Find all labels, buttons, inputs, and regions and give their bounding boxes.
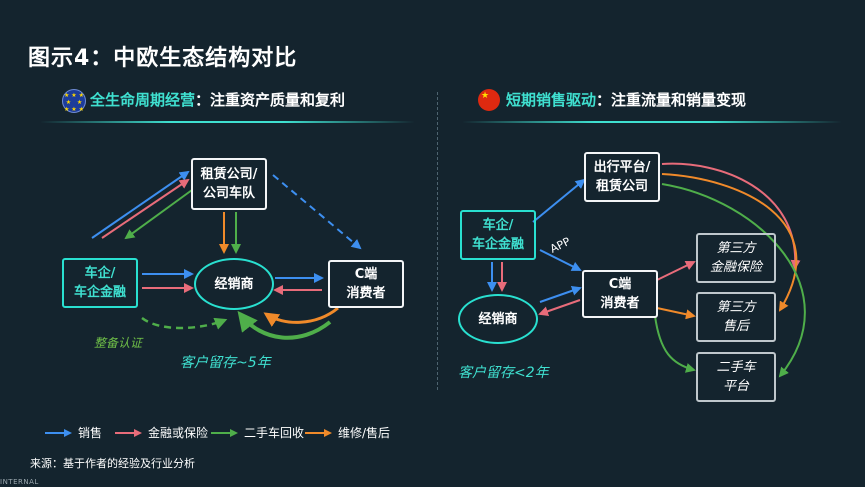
arrow-oem-to-leasing-sales (91, 170, 190, 239)
right-platform-line1: 出行平台/ (593, 160, 651, 175)
right-insurance-line2: 金融保险 (709, 260, 762, 275)
left-heading: 全生命周期经营：注重资产质量和复利 (90, 89, 345, 110)
section-divider (437, 92, 438, 390)
left-dealer-node: 经销商 (194, 258, 274, 310)
arrow-consumer-to-dealer-finance (538, 299, 581, 317)
right-platform-line2: 租赁公司 (595, 179, 648, 194)
legend-item-finance: 金融或保险 (114, 424, 208, 441)
right-consumer-line1: C端 (608, 277, 632, 292)
arrow-leasing-to-consumer-dashed (272, 174, 362, 250)
legend-aftersales-arrow-icon (305, 428, 332, 437)
arrow-oem-to-leasing-finance (101, 178, 190, 239)
right-aftersales-node: 第三方 售后 (696, 292, 776, 342)
legend-item-usedcar: 二手车回收 (210, 424, 304, 441)
left-refurbish-note: 整备认证 (94, 336, 143, 350)
right-heading-underline (462, 121, 842, 123)
left-leasing-line1: 租赁公司/ (200, 167, 258, 182)
right-usedcar-line2: 平台 (722, 379, 749, 394)
legend-usedcar-label: 二手车回收 (244, 426, 305, 440)
legend-sales-label: 销售 (78, 426, 103, 440)
arrow-leasing-to-oem-usedcar (124, 189, 193, 240)
source-note: 来源：基于作者的经验及行业分析 (30, 457, 195, 470)
right-aftersales-line2: 售后 (722, 319, 749, 334)
arrow-oem-to-platform-sales (532, 178, 586, 223)
right-consumer-line2: 消费者 (600, 296, 640, 311)
arrow-consumer-to-usedcar (654, 315, 696, 373)
right-heading: 短期销售驱动：注重流量和销量变现 (506, 89, 746, 110)
eu-flag-icon: ★ ★ ★★ ★★ ★ ★ (62, 89, 86, 113)
left-heading-rest: ：注重资产质量和复利 (195, 91, 346, 109)
legend-aftersales-label: 维修/售后 (338, 426, 391, 440)
arrow-consumer-to-dealer-aftersales-loop (263, 306, 339, 327)
arrow-oem-to-consumer-app (539, 249, 582, 271)
legend-item-aftersales: 维修/售后 (304, 424, 390, 441)
legend-item-sales: 销售 (44, 424, 102, 441)
page-title: 图示4：中欧生态结构对比 (28, 46, 298, 71)
right-oem-node: 车企/ 车企金融 (460, 210, 536, 260)
cn-flag-icon: ★ (478, 89, 500, 111)
arrow-dealer-to-consumer-sales (539, 285, 582, 303)
right-heading-highlight: 短期销售驱动 (506, 91, 597, 109)
legend-finance-arrow-icon (115, 428, 142, 437)
left-heading-underline (40, 121, 415, 123)
right-insurance-node: 第三方 金融保险 (696, 233, 776, 283)
right-dealer-label: 经销商 (478, 311, 518, 327)
right-oem-line1: 车企/ (482, 218, 514, 233)
left-consumer-line1: C端 (354, 267, 378, 282)
right-dealer-node: 经销商 (458, 294, 538, 344)
left-heading-highlight: 全生命周期经营 (90, 91, 196, 109)
legend-finance-label: 金融或保险 (148, 426, 209, 440)
right-consumer-node: C端 消费者 (582, 270, 658, 318)
internal-mark: INTERNAL (0, 478, 39, 486)
arrow-consumer-to-insurance (656, 261, 696, 281)
left-leasing-node: 租赁公司/ 公司车队 (191, 158, 267, 210)
legend-usedcar-arrow-icon (211, 428, 238, 437)
left-oem-node: 车企/ 车企金融 (62, 258, 138, 308)
arrow-platform-to-aftersales (661, 173, 798, 312)
right-usedcar-node: 二手车 平台 (696, 352, 776, 402)
left-dealer-label: 经销商 (214, 276, 254, 292)
right-usedcar-line1: 二手车 (716, 360, 756, 375)
legend-sales-arrow-icon (45, 428, 72, 437)
right-platform-node: 出行平台/ 租赁公司 (584, 152, 660, 202)
left-oem-line2: 车企金融 (73, 285, 126, 300)
arrow-platform-to-usedcar (661, 183, 806, 378)
arrow-consumer-to-dealer-usedcar-loop (237, 310, 332, 340)
right-heading-rest: ：注重流量和销量变现 (596, 91, 747, 109)
arrow-consumer-to-aftersales (656, 307, 696, 320)
left-consumer-node: C端 消费者 (328, 260, 404, 308)
right-aftersales-line1: 第三方 (716, 300, 756, 315)
left-consumer-line2: 消费者 (346, 286, 386, 301)
right-oem-line2: 车企金融 (471, 237, 524, 252)
left-leasing-line2: 公司车队 (202, 186, 255, 201)
left-oem-line1: 车企/ (84, 266, 116, 281)
right-retention-note: 客户留存<2年 (458, 365, 549, 381)
left-retention-note: 客户留存~5年 (180, 355, 271, 371)
right-insurance-line1: 第三方 (716, 241, 756, 256)
arrow-refurbish-dashed (141, 316, 228, 330)
